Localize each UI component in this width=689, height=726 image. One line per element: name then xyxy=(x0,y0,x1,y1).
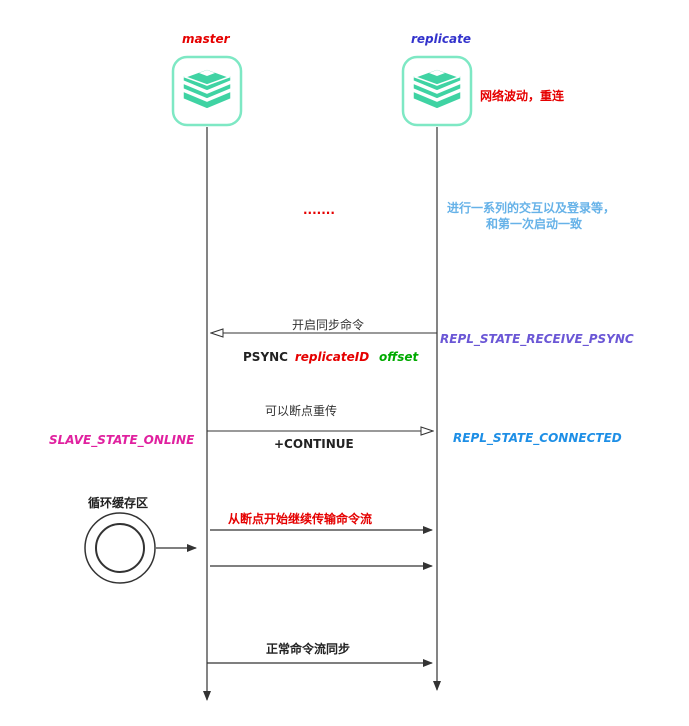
psync-offset: offset xyxy=(379,350,419,364)
replica-node[interactable] xyxy=(401,55,473,127)
master-state-online: SLAVE_STATE_ONLINE xyxy=(49,433,195,447)
replica-state-connected: REPL_STATE_CONNECTED xyxy=(453,431,622,445)
psync-arrow-label: 开启同步命令 xyxy=(292,318,365,332)
replica-label: replicate xyxy=(411,32,471,46)
handshake-note-line1: 进行一系列的交互以及登录等， xyxy=(447,201,616,215)
replica-state-receive: REPL_STATE_RECEIVE_PSYNC xyxy=(440,332,634,346)
handshake-note-line2: 和第一次启动一致 xyxy=(486,217,583,231)
master-label: master xyxy=(182,32,230,46)
psync-command: PSYNC replicateID offset xyxy=(243,350,418,364)
circular-buffer-label: 循环缓存区 xyxy=(88,496,149,510)
redis-icon xyxy=(401,55,473,127)
psync-replication-id: replicateID xyxy=(294,350,370,364)
circular-buffer-icon xyxy=(84,512,156,584)
ellipsis-note: ....... xyxy=(303,203,335,217)
master-node[interactable] xyxy=(171,55,243,127)
psync-keyword: PSYNC xyxy=(243,350,288,364)
resume-label: 可以断点重传 xyxy=(265,404,338,418)
continue-reply: +CONTINUE xyxy=(274,437,354,451)
redis-icon xyxy=(171,55,243,127)
network-note: 网络波动，重连 xyxy=(480,89,565,103)
normal-sync-label: 正常命令流同步 xyxy=(266,642,351,656)
stream-label: 从断点开始继续传输命令流 xyxy=(228,512,373,526)
